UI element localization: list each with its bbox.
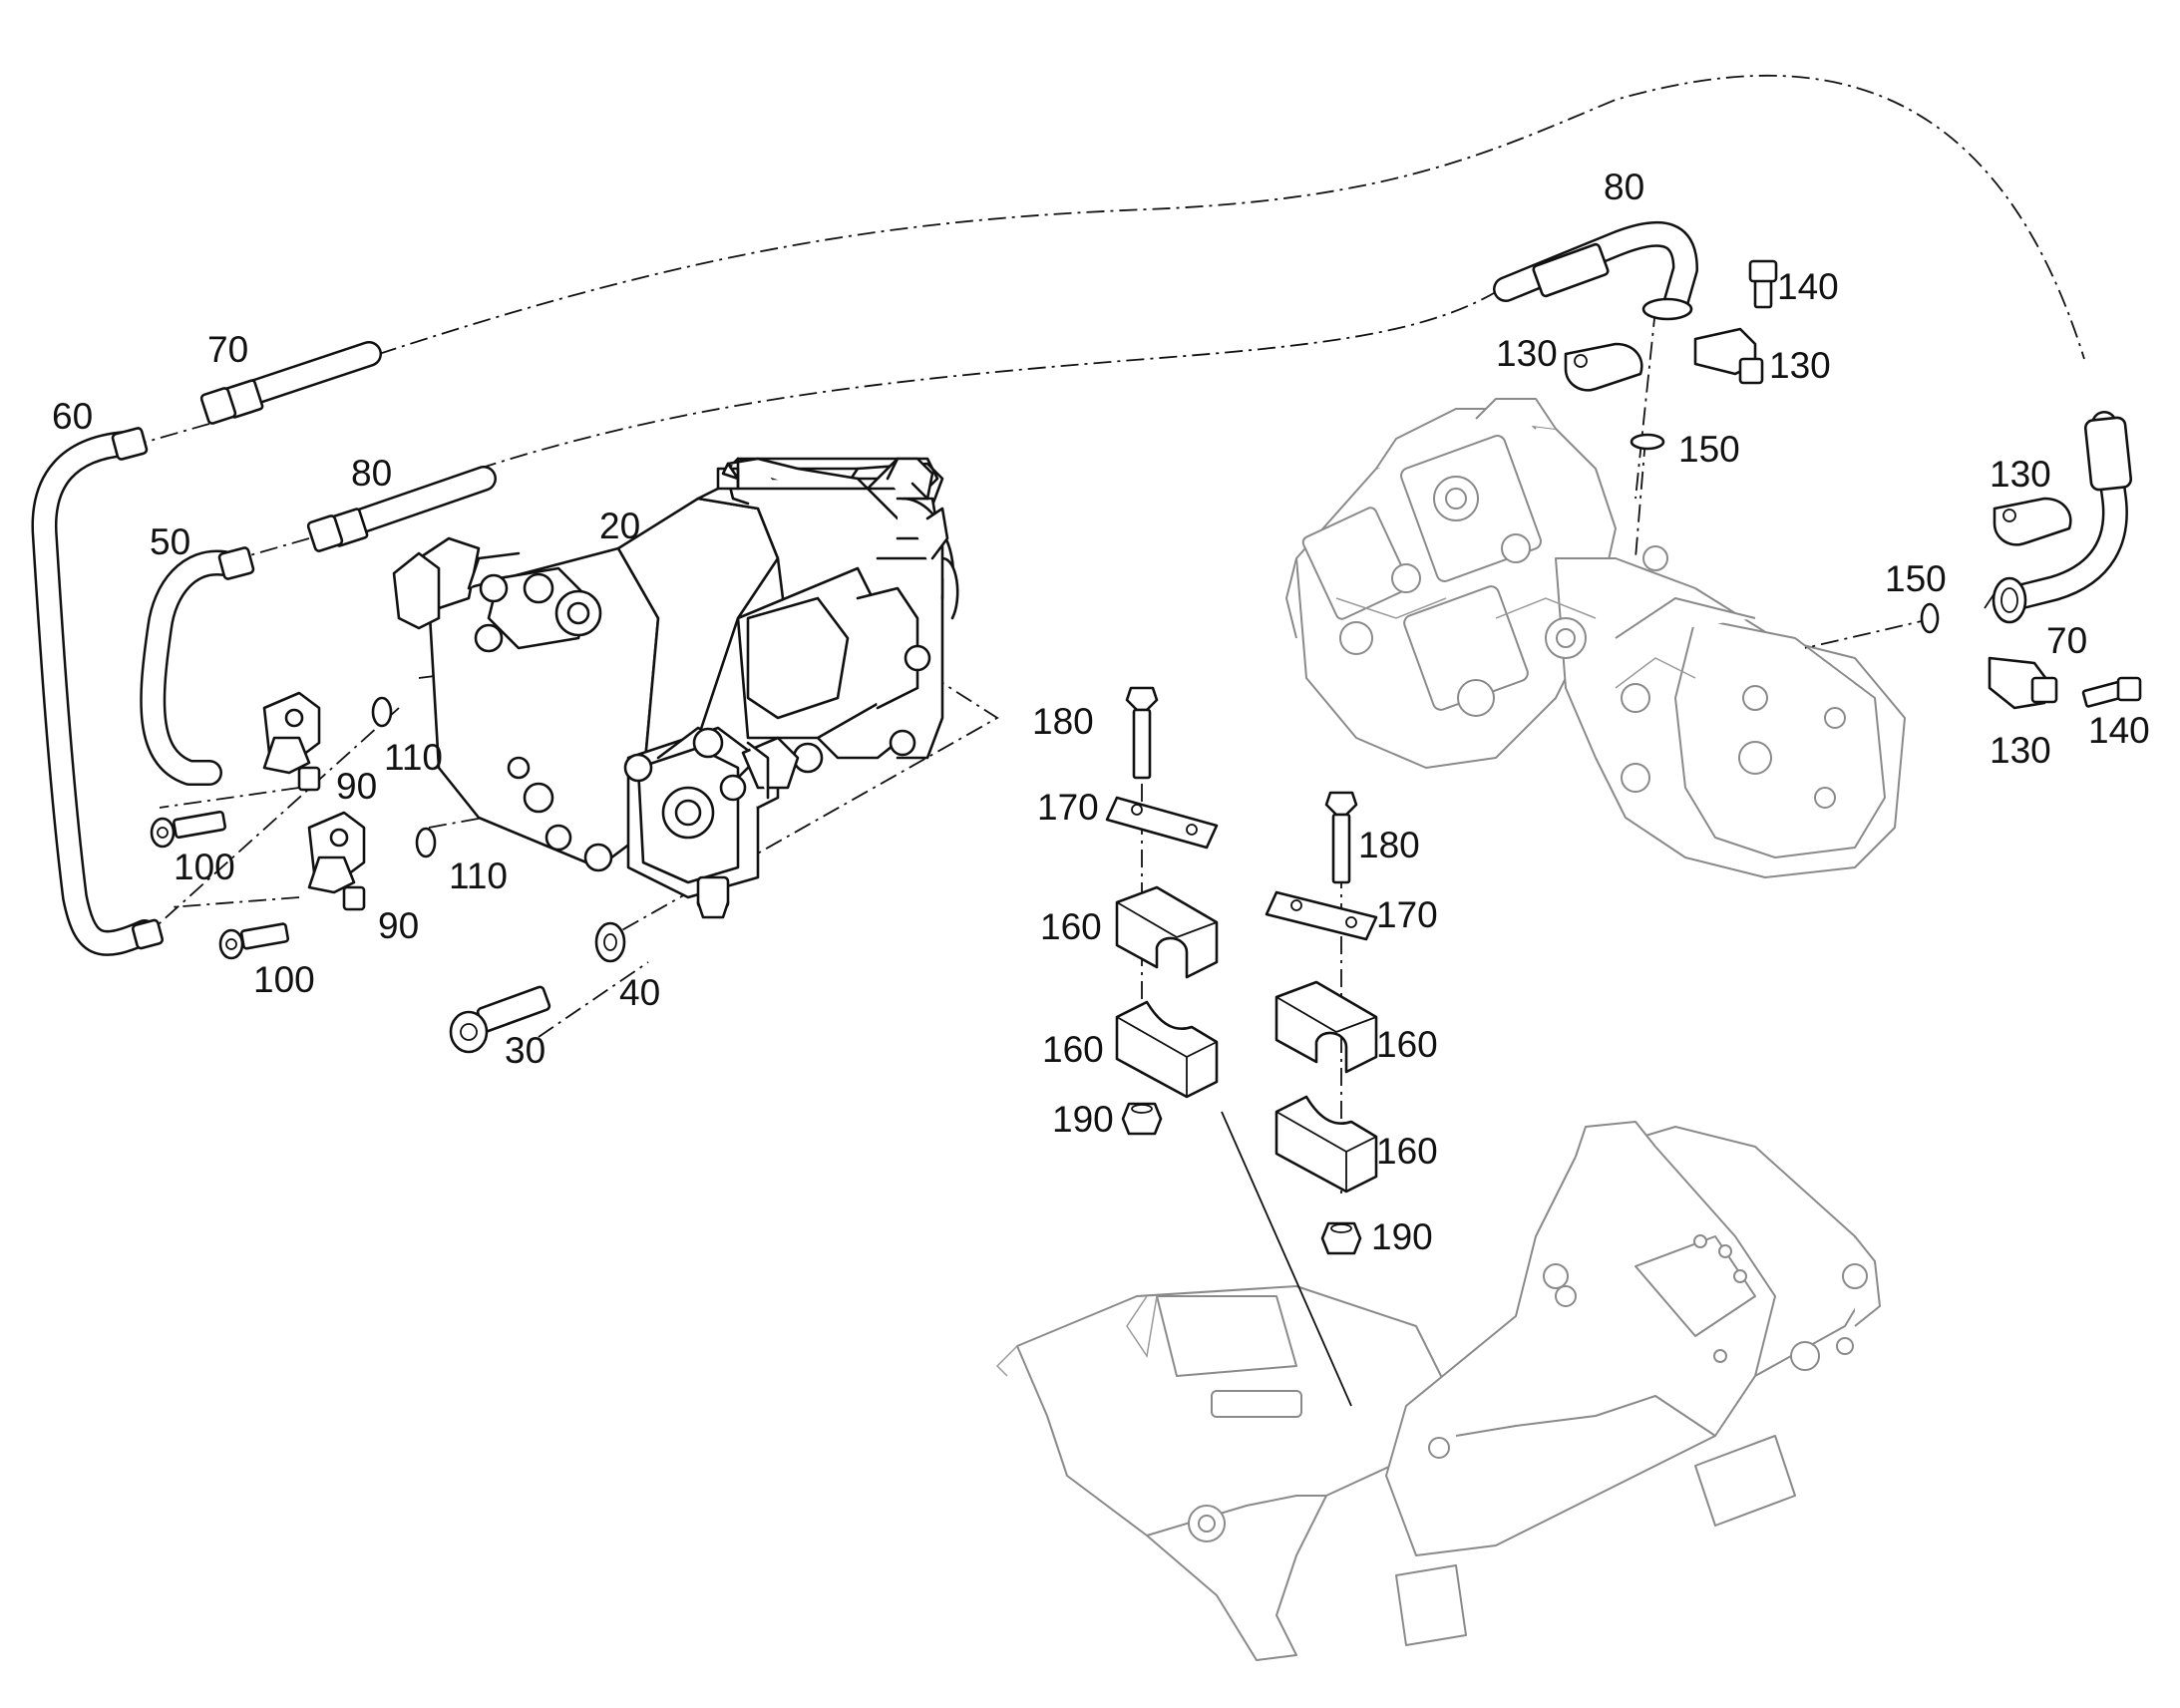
bolt-100-upper — [150, 810, 227, 849]
washer-40 — [594, 921, 626, 963]
flange-clamp-130-c — [1993, 497, 2072, 546]
callout-190-right: 190 — [1371, 1216, 1433, 1257]
nut-190-left — [1121, 1102, 1163, 1136]
bolt-140-right — [2081, 676, 2142, 708]
callout-130-c: 130 — [1990, 454, 2051, 495]
pump-assembly — [1285, 398, 1906, 878]
callout-160-d: 160 — [1376, 1131, 1438, 1172]
callout-180-left: 180 — [1032, 701, 1094, 742]
callout-130-b: 130 — [1769, 345, 1831, 386]
bolt-140-top — [1748, 259, 1778, 309]
hose-70-right — [1992, 411, 2133, 624]
hydraulic-motor — [392, 457, 959, 919]
plate-170-left — [1105, 796, 1219, 850]
bolt-180-left — [1125, 686, 1159, 780]
hose-70-left — [199, 341, 382, 425]
hose-60 — [31, 427, 165, 956]
callout-160-b: 160 — [1042, 1029, 1104, 1070]
callout-180-right: 180 — [1358, 825, 1420, 865]
callout-170-right: 170 — [1376, 894, 1438, 935]
callout-100-lower: 100 — [253, 959, 315, 1000]
o-ring-110-upper — [371, 696, 393, 728]
hose-50 — [140, 546, 255, 786]
vehicle-frame — [995, 1121, 1881, 1661]
callout-110-upper: 110 — [384, 737, 443, 778]
callout-110-lower: 110 — [449, 855, 508, 896]
callout-100-upper: 100 — [174, 847, 235, 887]
callout-80-right: 80 — [1604, 167, 1644, 207]
clamp-half-160-c — [1274, 980, 1378, 1074]
clamp-half-160-b — [1115, 1000, 1219, 1099]
callout-30: 30 — [505, 1030, 545, 1071]
flange-clamp-130-b — [1693, 327, 1764, 385]
flange-clamp-130-a — [1564, 342, 1643, 392]
o-ring-150-right — [1920, 602, 1940, 634]
plate-170-right — [1265, 890, 1378, 941]
callout-130-d: 130 — [1990, 730, 2051, 771]
flange-clamp-90-lower — [307, 811, 366, 911]
callout-90-upper: 90 — [336, 766, 377, 807]
hose-80-left — [306, 466, 497, 552]
callout-60: 60 — [52, 396, 93, 437]
bolt-180-right — [1324, 791, 1358, 884]
callout-140-top: 140 — [1777, 266, 1839, 307]
callout-labels: 20 30 40 50 60 70 70 80 80 90 90 100 100… — [52, 167, 2150, 1257]
o-ring-150-top — [1630, 433, 1665, 451]
callout-90-lower: 90 — [378, 905, 419, 946]
callout-190-left: 190 — [1052, 1099, 1114, 1140]
callout-50: 50 — [150, 521, 190, 562]
callout-140-right: 140 — [2088, 710, 2150, 751]
callout-80-left: 80 — [351, 453, 392, 494]
callout-150-top: 150 — [1678, 429, 1740, 470]
nut-190-right — [1320, 1221, 1362, 1255]
bolt-100-lower — [218, 922, 290, 960]
clamp-half-160-d — [1274, 1095, 1378, 1194]
o-ring-110-lower — [415, 827, 437, 858]
flange-clamp-90-upper — [262, 691, 321, 792]
flange-clamp-130-d — [1988, 656, 2058, 710]
callout-20: 20 — [599, 506, 640, 546]
callout-170-left: 170 — [1037, 787, 1099, 828]
hose-80-right — [1493, 220, 1698, 321]
callout-70-right: 70 — [2046, 620, 2087, 661]
bolt-30 — [449, 985, 551, 1054]
callout-130-a: 130 — [1496, 333, 1558, 374]
callout-40: 40 — [619, 972, 660, 1013]
callout-160-c: 160 — [1376, 1024, 1438, 1065]
callout-150-right: 150 — [1885, 558, 1947, 599]
callout-70-left: 70 — [207, 329, 248, 370]
clamp-half-160-a — [1115, 885, 1219, 979]
callout-160-a: 160 — [1040, 906, 1102, 947]
